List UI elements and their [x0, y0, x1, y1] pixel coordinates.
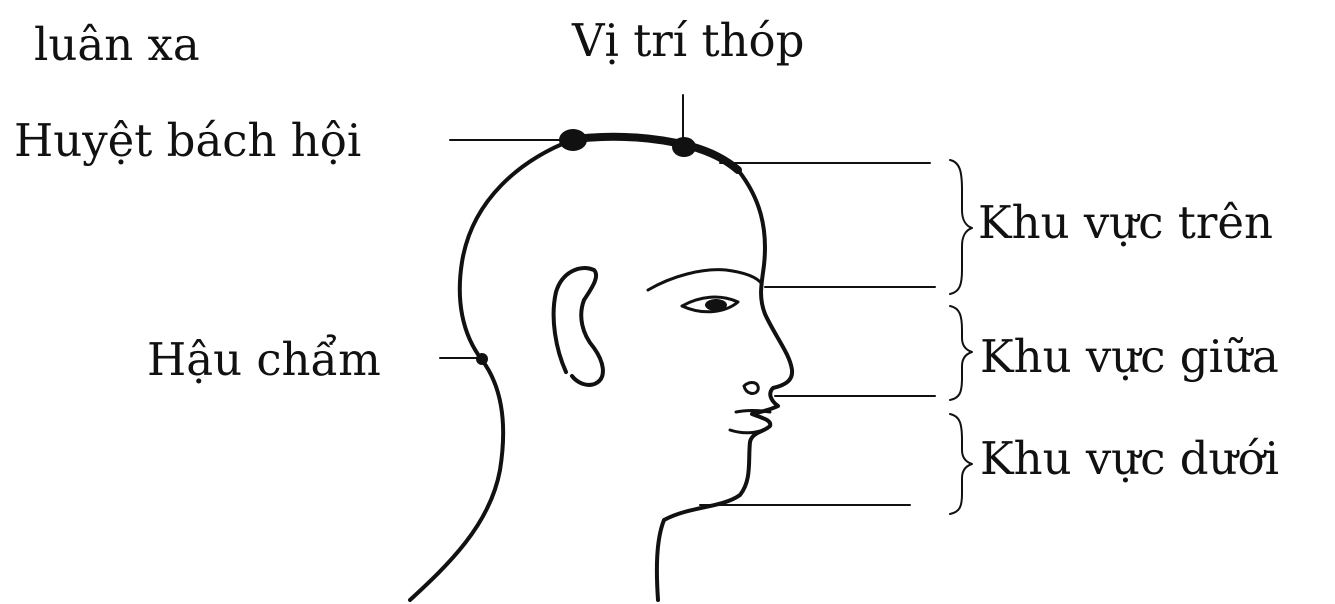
nostril	[744, 383, 758, 394]
baihui-label: Huyệt bách hội	[14, 118, 361, 163]
fontanel-label: Vị trí thóp	[572, 18, 804, 63]
occiput-point	[476, 353, 488, 365]
brace-upper	[950, 160, 972, 294]
occiput-label: Hậu chẩm	[147, 337, 381, 382]
pupil	[705, 299, 727, 311]
brace-lower	[950, 414, 972, 514]
face-profile	[657, 170, 792, 600]
middle-zone-label: Khu vực giữa	[980, 334, 1279, 379]
brace-middle	[950, 306, 972, 400]
eyebrow	[648, 270, 762, 290]
fontanel-point	[672, 137, 696, 157]
crown-edge	[566, 137, 738, 170]
head-outline	[410, 140, 572, 600]
lower-zone-label: Khu vực dưới	[980, 436, 1279, 481]
top-left-label: luân xa	[34, 22, 200, 67]
ear	[554, 268, 603, 385]
baihui-point	[559, 129, 587, 151]
mouth	[736, 411, 770, 413]
upper-zone-label: Khu vực trên	[978, 200, 1273, 245]
